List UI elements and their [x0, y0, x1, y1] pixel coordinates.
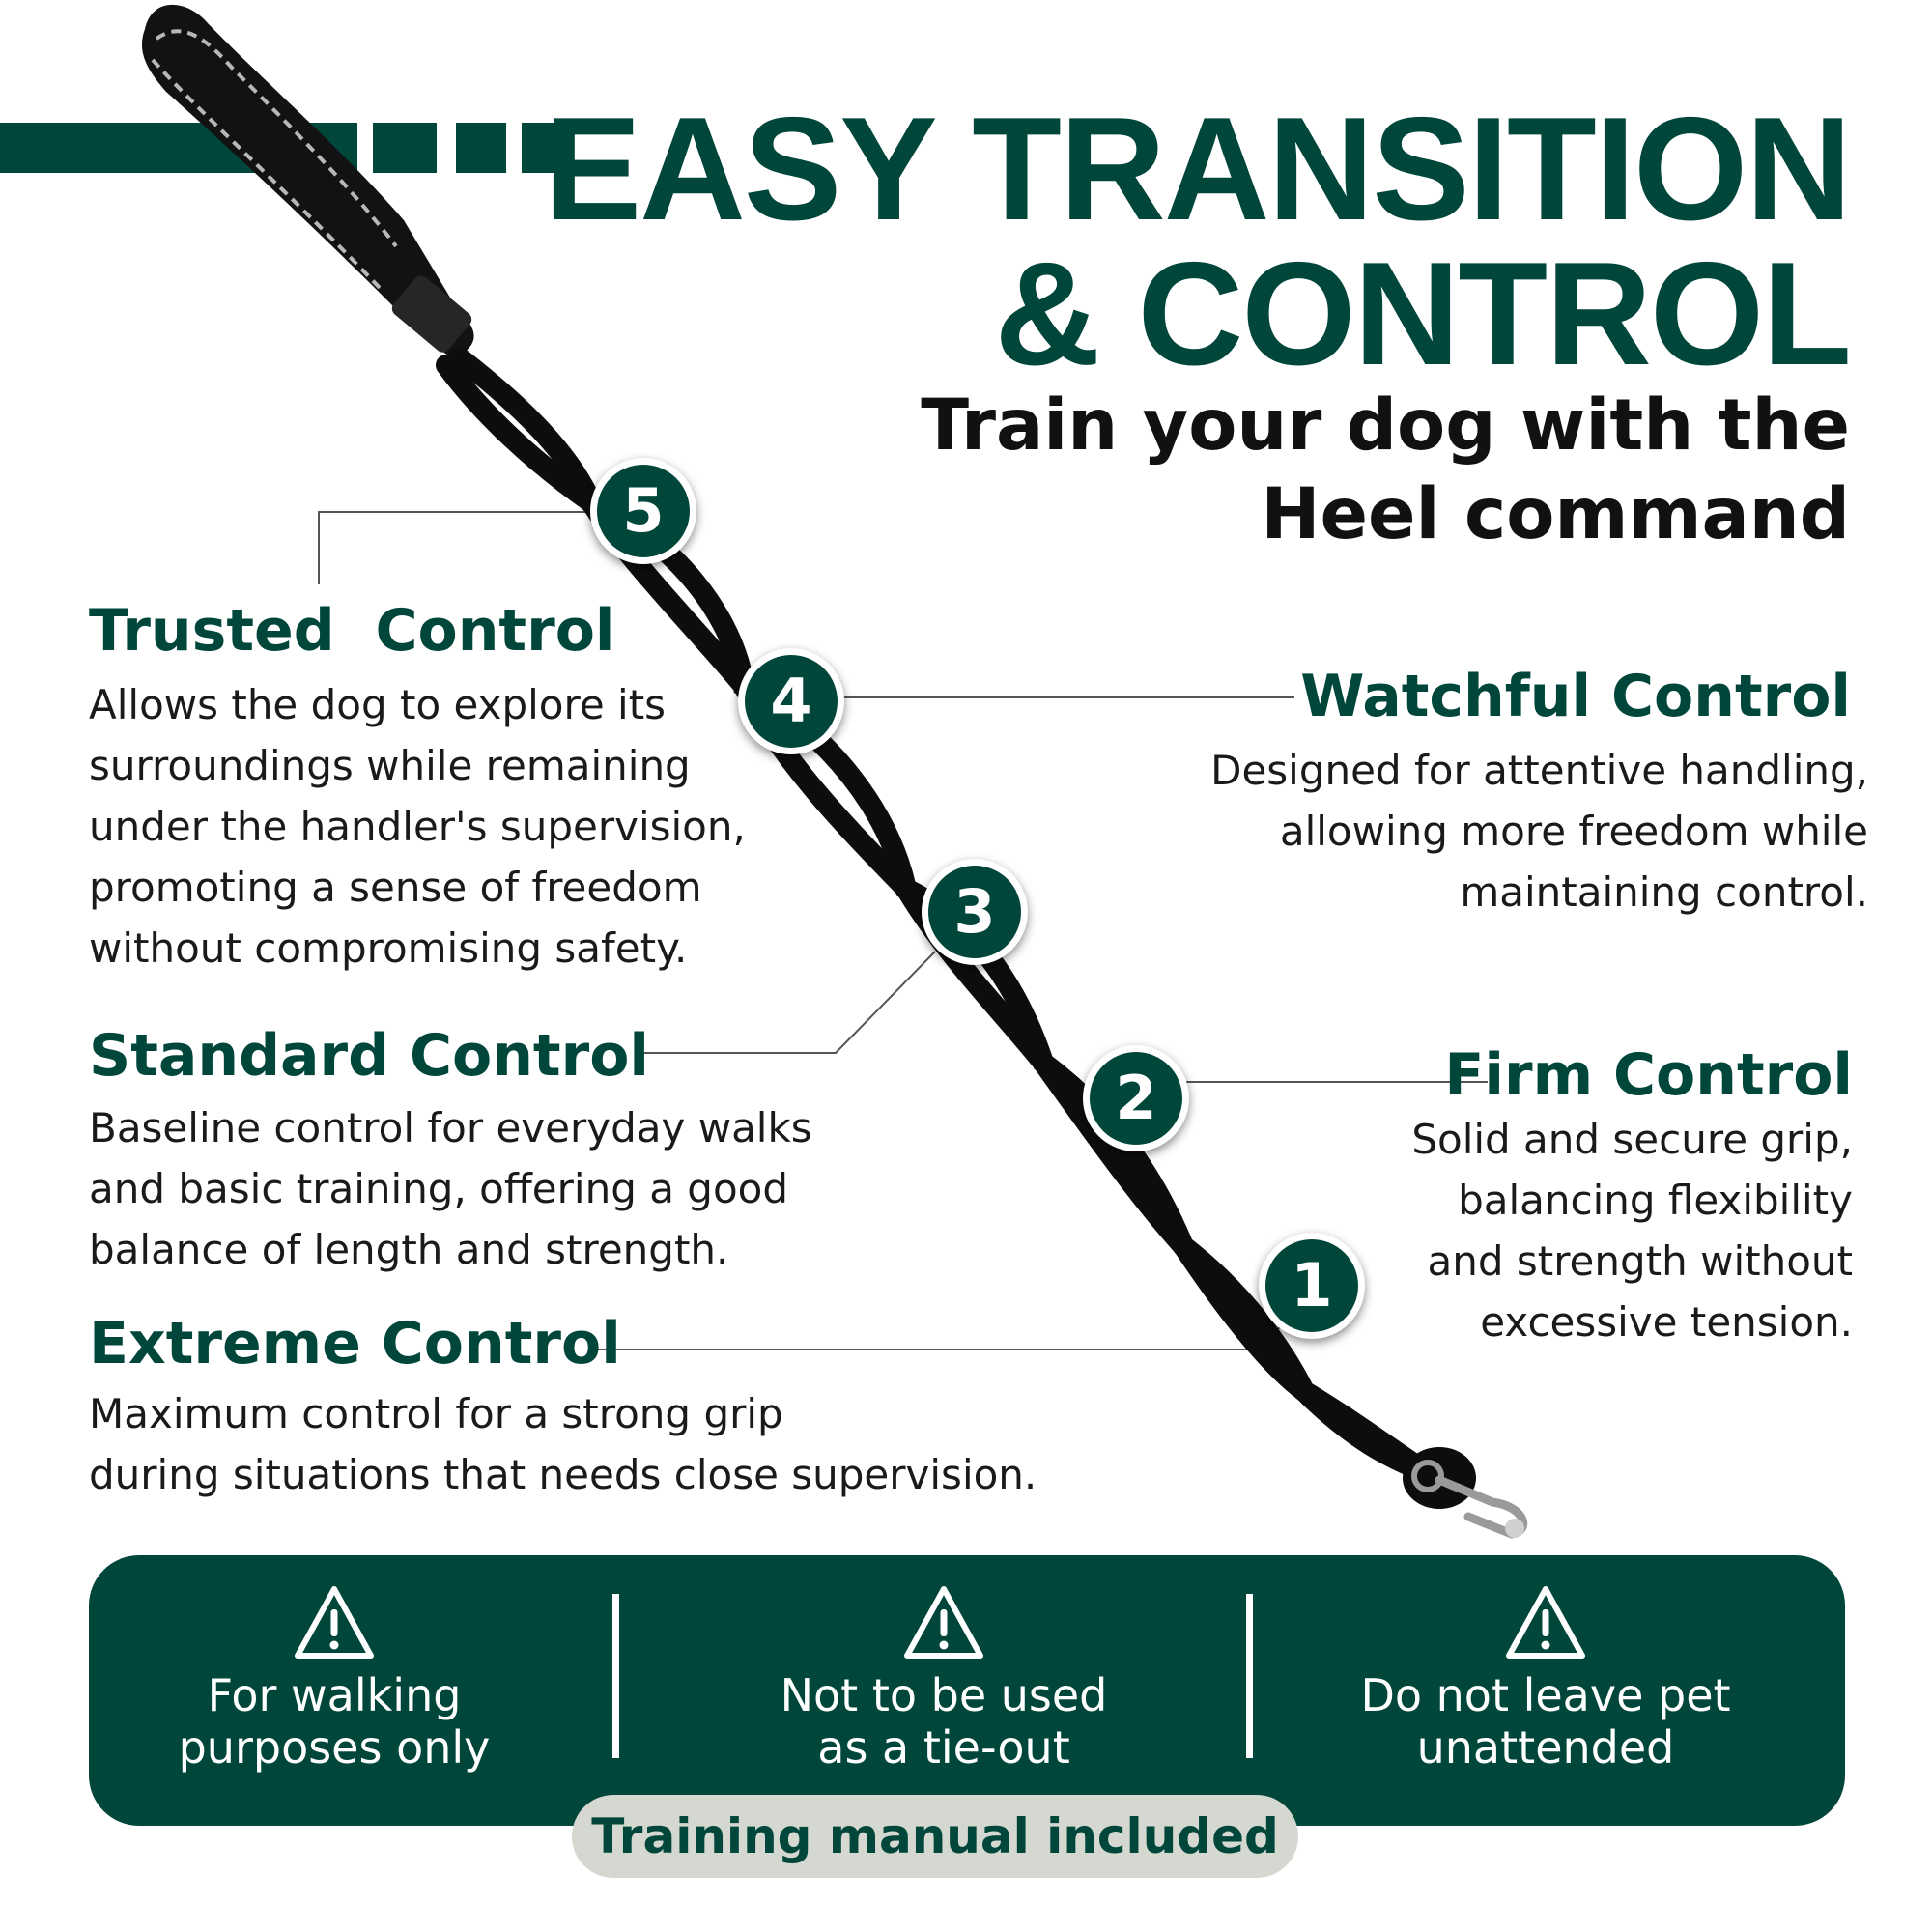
watchful-control-description: Designed for attentive handling, allowin…: [1210, 747, 1868, 916]
extreme-control-section: Extreme Control Maximum control for a st…: [89, 1310, 1037, 1505]
warning-text: For walking purposes only: [178, 1669, 491, 1774]
level-4-badge: 4: [738, 648, 844, 754]
level-3-badge: 3: [922, 859, 1028, 965]
extreme-control-title: Extreme Control: [89, 1310, 621, 1378]
standard-control-section: Standard Control Baseline control for ev…: [89, 1022, 812, 1280]
training-manual-pill: Training manual included: [572, 1795, 1298, 1878]
trusted-control-description: Allows the dog to explore its surroundin…: [89, 681, 746, 972]
warning-item-walking: For walking purposes only: [64, 1584, 605, 1774]
subtitle-line-2: Heel command: [1261, 473, 1850, 555]
trusted-control-section: Trusted Control Allows the dog to explor…: [89, 597, 746, 979]
warning-text: Do not leave pet unattended: [1360, 1669, 1731, 1774]
warning-item-unattended: Do not leave pet unattended: [1275, 1584, 1816, 1774]
extreme-control-description: Maximum control for a strong grip during…: [89, 1390, 1037, 1498]
warning-triangle-icon: [295, 1586, 374, 1659]
standard-control-description: Baseline control for everyday walks and …: [89, 1104, 812, 1273]
page-subtitle: Train your dog with the Heel command: [921, 382, 1850, 559]
watchful-control-section: Watchful Control Designed for attentive …: [1210, 663, 1868, 923]
warning-text: Not to be used as a tie-out: [780, 1669, 1108, 1774]
warning-triangle-icon: [904, 1586, 983, 1659]
firm-control-section: Firm Control Solid and secure grip, bala…: [1411, 1041, 1853, 1352]
title-line-2: & CONTROL: [994, 232, 1852, 396]
firm-control-title: Firm Control: [1444, 1041, 1853, 1109]
warning-triangle-icon: [1506, 1586, 1585, 1659]
page-title: EASY TRANSITION & CONTROL: [543, 87, 1852, 396]
subtitle-line-1: Train your dog with the: [921, 384, 1850, 467]
level-2-badge: 2: [1083, 1045, 1189, 1151]
level-5-badge: 5: [590, 458, 696, 564]
standard-control-title: Standard Control: [89, 1022, 649, 1090]
banner-divider: [612, 1594, 619, 1758]
firm-control-description: Solid and secure grip, balancing flexibi…: [1411, 1116, 1853, 1346]
banner-divider: [1246, 1594, 1253, 1758]
level-1-badge: 1: [1259, 1233, 1365, 1339]
trusted-control-title: Trusted Control: [89, 597, 615, 665]
warning-item-tie-out: Not to be used as a tie-out: [673, 1584, 1214, 1774]
title-line-1: EASY TRANSITION: [543, 87, 1852, 251]
watchful-control-title: Watchful Control: [1300, 663, 1851, 730]
connector-3: [639, 951, 936, 1054]
connector-5: [318, 511, 599, 584]
